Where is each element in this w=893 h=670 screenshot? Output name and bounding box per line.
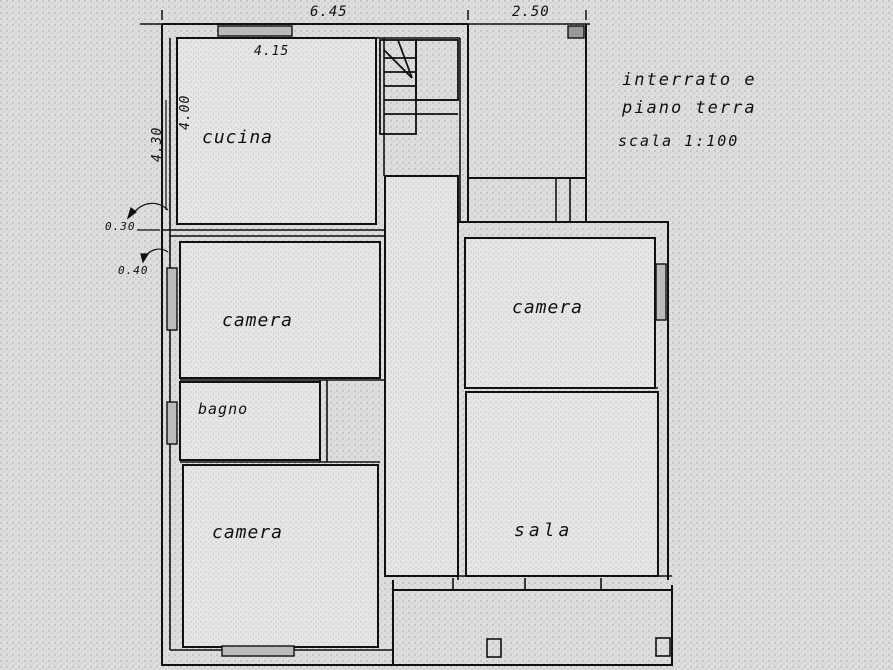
window-camera-3	[655, 263, 667, 321]
room-camera-1	[179, 241, 381, 379]
room-fills	[176, 37, 659, 648]
room-cucina	[176, 37, 377, 225]
corridor	[384, 175, 459, 577]
room-camera-3	[464, 237, 656, 389]
room-label-camera-1: camera	[222, 310, 294, 331]
room-label-sala: sala	[514, 520, 574, 541]
title-line-3: scala 1:100	[618, 132, 740, 150]
dimension-outer-wall: 0.30	[105, 220, 136, 233]
room-label-cucina: cucina	[202, 127, 274, 148]
window-cucina	[217, 25, 293, 37]
title-line-1: interrato e	[622, 70, 757, 90]
dimension-inner-wall: 0.40	[118, 264, 149, 277]
dimension-top-right: 2.50	[512, 4, 550, 20]
dimension-kitchen-width: 4.15	[254, 44, 290, 59]
dimension-leaders	[126, 100, 169, 264]
interior-walls	[162, 37, 672, 651]
title-line-2: piano terra	[622, 98, 757, 118]
window-bagno	[166, 401, 178, 445]
room-label-camera-2: camera	[212, 522, 284, 543]
room-label-bagno: bagno	[198, 400, 249, 418]
room-camera-2	[182, 464, 379, 648]
exterior-walls	[161, 23, 673, 666]
column-corner	[567, 25, 585, 39]
window-camera-1	[166, 267, 178, 331]
room-label-camera-3: camera	[512, 297, 584, 318]
dimension-left-height: 4.30	[150, 126, 165, 162]
windows	[166, 25, 667, 657]
staircase	[379, 39, 459, 135]
terrace-details	[452, 578, 671, 658]
dimension-kitchen-height: 4.00	[178, 94, 193, 130]
dimension-top-left: 6.45	[310, 4, 348, 20]
room-sala	[465, 391, 659, 577]
room-bagno	[179, 381, 321, 461]
window-camera-2	[221, 645, 295, 657]
